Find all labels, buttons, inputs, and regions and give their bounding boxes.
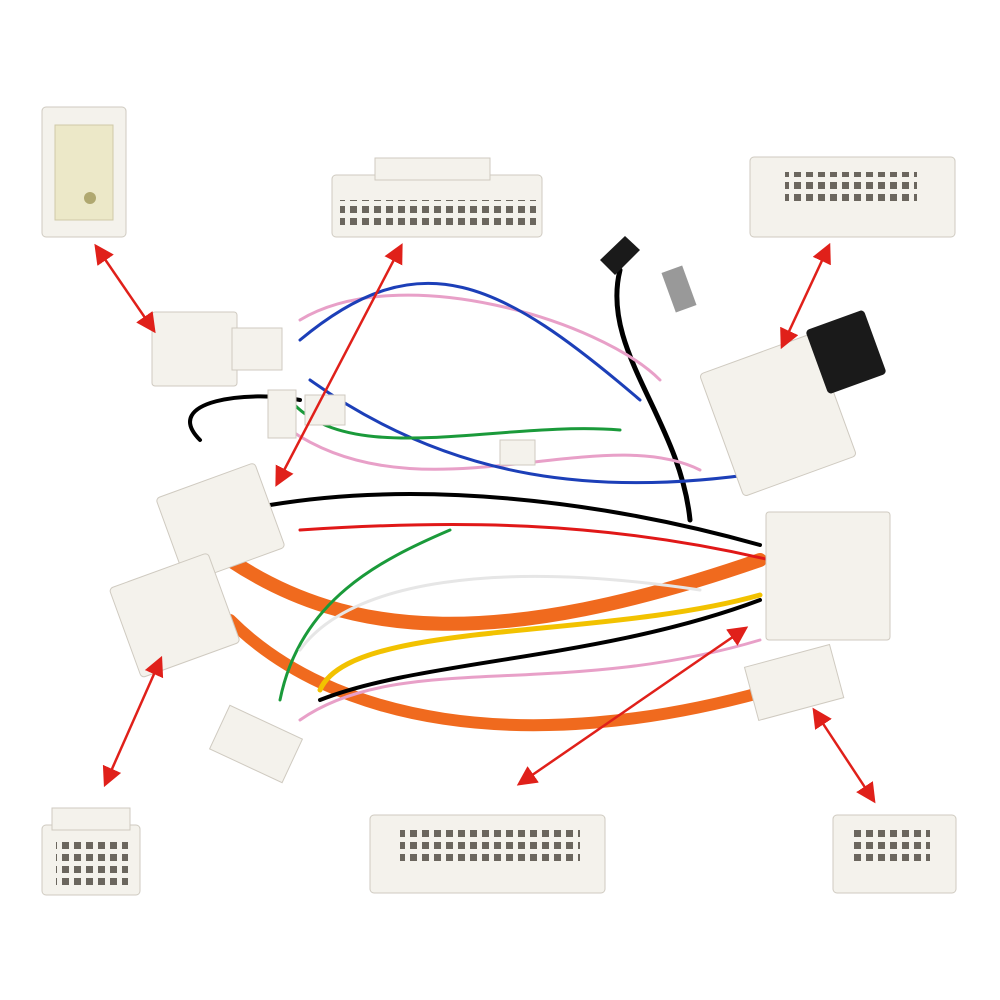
antenna-plug: [600, 236, 697, 313]
connector-detail-bottom-right: [832, 814, 957, 894]
wire: [298, 522, 772, 562]
wire: [268, 492, 762, 547]
harness-connectors: [109, 311, 891, 784]
indicator-arrows: [94, 242, 876, 804]
wire: [298, 575, 702, 652]
connector-detail-bottom-center: [369, 814, 606, 894]
wire: [317, 592, 763, 693]
wire: [288, 428, 702, 472]
connector-detail-top-right: [749, 156, 956, 238]
wire: [223, 553, 767, 631]
connector-detail-top-left: [41, 106, 127, 238]
connector-detail-top-center: [331, 157, 543, 238]
wire: [278, 528, 452, 702]
connector-detail-bottom-left: [41, 807, 141, 896]
